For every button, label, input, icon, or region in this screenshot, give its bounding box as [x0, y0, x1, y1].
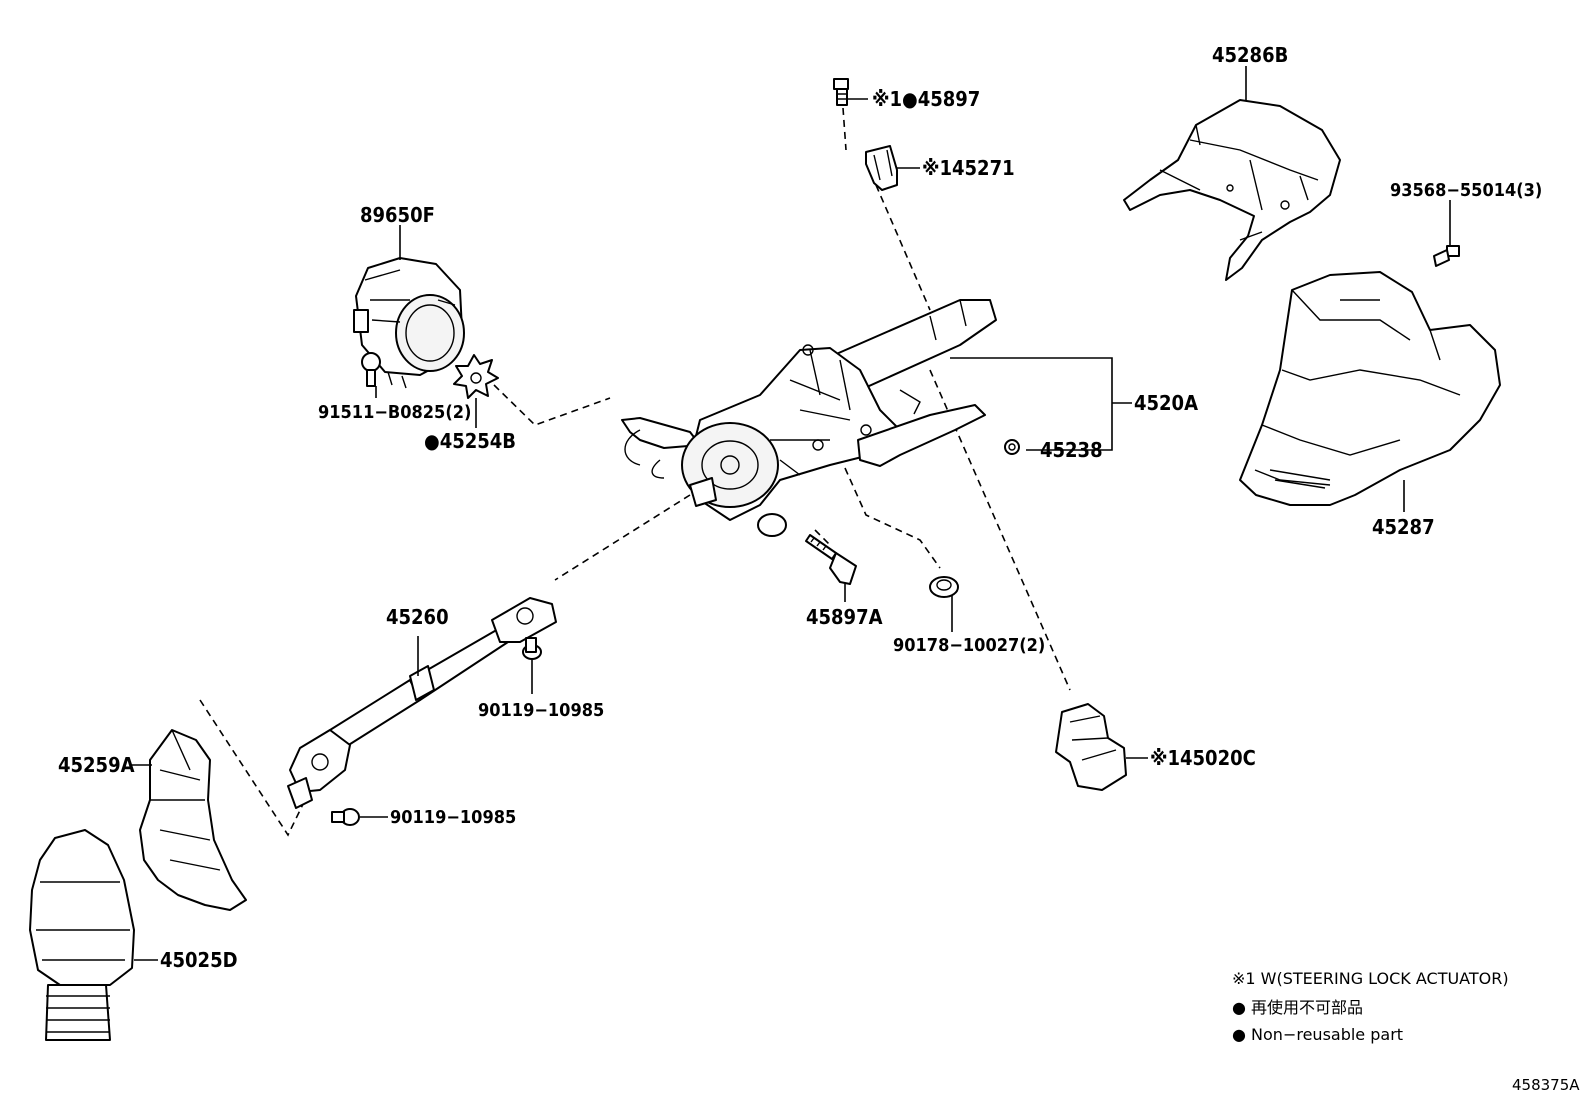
- label-45259A: 45259A: [58, 753, 135, 777]
- intermediate-shaft-45260-icon: [287, 597, 557, 809]
- cover-45259A-icon: [139, 729, 247, 911]
- label-45897A: 45897A: [806, 605, 883, 629]
- label-45020C: ※145020C: [1150, 746, 1256, 770]
- label-90119-lower: 90119−10985: [390, 807, 516, 828]
- nut-90178-icon: [929, 576, 959, 598]
- lower-column-cover-45287-icon: [1239, 271, 1501, 506]
- legend-note-non-reusable-ja: ● 再使用不可部品: [1232, 998, 1363, 1017]
- label-90119-upper: 90119−10985: [478, 700, 604, 721]
- label-45287: 45287: [1372, 515, 1435, 539]
- steering-column-assembly-4520A-icon: [621, 299, 997, 537]
- clip-45254B-icon: [453, 354, 499, 399]
- steering-lock-actuator-45020C-icon: [1055, 703, 1127, 791]
- figure-number: 458375A: [1512, 1076, 1580, 1094]
- label-45025D: 45025D: [160, 948, 238, 972]
- assembly-dashed-lines: [199, 107, 1071, 837]
- combination-switch-89650F-icon: [353, 257, 465, 389]
- label-45286B: 45286B: [1212, 43, 1288, 67]
- label-93568: 93568−55014(3): [1390, 180, 1542, 201]
- bolt-45897A-icon: [805, 534, 857, 585]
- label-45897: ※1●45897: [872, 87, 980, 111]
- bracket-45271-icon: [865, 145, 898, 191]
- label-45260: 45260: [386, 605, 449, 629]
- legend: ※1 W(STEERING LOCK ACTUATOR) ● 再使用不可部品 ●…: [1232, 969, 1509, 1044]
- label-45271: ※145271: [922, 156, 1015, 180]
- bushing-45238-icon: [1004, 439, 1020, 455]
- label-45254B: ●45254B: [424, 429, 516, 453]
- boot-45025D-icon: [29, 829, 135, 1041]
- label-90178: 90178−10027(2): [893, 635, 1045, 656]
- upper-column-cover-45286B-icon: [1123, 99, 1341, 281]
- legend-note-steering-lock: ※1 W(STEERING LOCK ACTUATOR): [1232, 969, 1509, 988]
- label-91511: 91511−B0825(2): [318, 402, 471, 423]
- leader-lines: [130, 66, 1451, 961]
- label-45238: 45238: [1040, 438, 1103, 462]
- bolt-90119-upper-icon: [522, 637, 542, 660]
- callout-labels: 45286B ※1●45897 ※145271 89650F 93568−550…: [58, 43, 1542, 972]
- legend-note-non-reusable-en: ● Non−reusable part: [1232, 1025, 1403, 1044]
- screw-93568-icon: [1433, 245, 1460, 267]
- label-89650F: 89650F: [360, 203, 435, 227]
- bolt-45897-icon: [833, 78, 849, 106]
- label-4520A: 4520A: [1134, 391, 1198, 415]
- screw-91511-icon: [361, 352, 381, 387]
- bolt-90119-lower-icon: [331, 808, 360, 826]
